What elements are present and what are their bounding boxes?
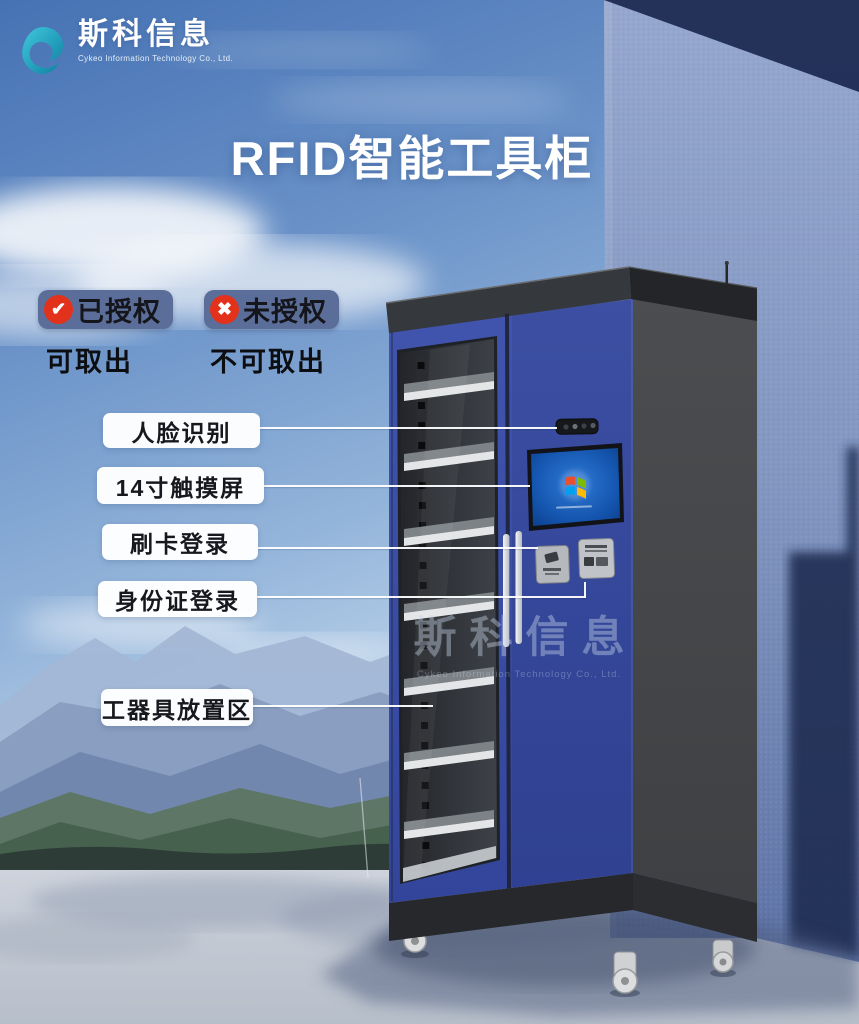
callout-line-face-recognition bbox=[260, 427, 557, 429]
feature-label-id-card: 身份证登录 bbox=[98, 581, 257, 617]
caster-wheel bbox=[612, 951, 638, 994]
caster-wheel bbox=[712, 939, 734, 973]
authorized-sub-label: 可取出 bbox=[46, 347, 133, 377]
cabinet-glass-door bbox=[397, 336, 500, 884]
callout-line-id-card bbox=[257, 596, 586, 598]
feature-label-text: 工器具放置区 bbox=[102, 696, 252, 723]
swipe-card-reader bbox=[535, 545, 571, 584]
face-recognition-camera bbox=[555, 418, 599, 435]
tool-shelf bbox=[404, 517, 494, 546]
check-circle-icon: ✔ bbox=[44, 295, 73, 324]
cabinet-top-cap bbox=[385, 261, 758, 333]
unauthorized-label: 未授权 bbox=[243, 297, 327, 327]
x-circle-icon: ✖ bbox=[210, 295, 239, 324]
unauthorized-sub-label: 不可取出 bbox=[210, 347, 326, 377]
tool-shelf bbox=[404, 741, 494, 770]
cabinet-shadow-on-wall bbox=[789, 447, 859, 958]
door-handle bbox=[503, 534, 510, 647]
feature-label-swipe-card: 刷卡登录 bbox=[102, 524, 258, 560]
page-title: RFID智能工具柜 bbox=[230, 132, 594, 185]
touch-screen bbox=[527, 443, 624, 531]
brand-logo: 斯科信息 Cykeo Information Technology Co., L… bbox=[18, 18, 233, 76]
feature-label-text: 14寸触摸屏 bbox=[115, 474, 246, 501]
feature-label-face-recognition: 人脸识别 bbox=[103, 413, 260, 448]
cabinet-side-panel bbox=[633, 299, 757, 903]
callout-line-swipe-card bbox=[258, 547, 538, 549]
feature-label-text: 身份证登录 bbox=[115, 588, 240, 614]
brand-tagline: Cykeo Information Technology Co., Ltd. bbox=[78, 54, 234, 63]
tool-shelf bbox=[404, 810, 494, 839]
antenna bbox=[725, 264, 728, 284]
cabinet-base bbox=[389, 873, 633, 941]
id-card-reader bbox=[577, 538, 616, 579]
callout-line-touch-screen bbox=[264, 485, 530, 487]
door-handles bbox=[503, 531, 522, 647]
feature-label-tool-area: 工器具放置区 bbox=[101, 689, 253, 726]
authorized-badge: ✔ 已授权 bbox=[38, 290, 173, 329]
windows-logo-icon bbox=[565, 476, 586, 499]
authorized-label: 已授权 bbox=[77, 297, 161, 327]
door-handle bbox=[515, 531, 522, 644]
unauthorized-badge: ✖ 未授权 bbox=[204, 290, 339, 329]
feature-label-text: 刷卡登录 bbox=[130, 531, 230, 557]
teal-swirl-icon bbox=[22, 27, 64, 74]
tool-shelf bbox=[404, 667, 494, 696]
callout-line-id-card-vertical bbox=[584, 582, 586, 598]
feature-label-touch-screen: 14寸触摸屏 bbox=[97, 467, 264, 504]
rfid-tool-cabinet bbox=[385, 261, 758, 997]
tool-shelf bbox=[404, 442, 494, 471]
callout-line-tool-area bbox=[253, 705, 433, 707]
roof-shadow bbox=[604, 0, 859, 92]
feature-label-text: 人脸识别 bbox=[131, 419, 232, 446]
brand-name: 斯科信息 bbox=[78, 18, 214, 51]
tool-shelf bbox=[404, 372, 494, 401]
tool-shelves bbox=[404, 372, 494, 839]
